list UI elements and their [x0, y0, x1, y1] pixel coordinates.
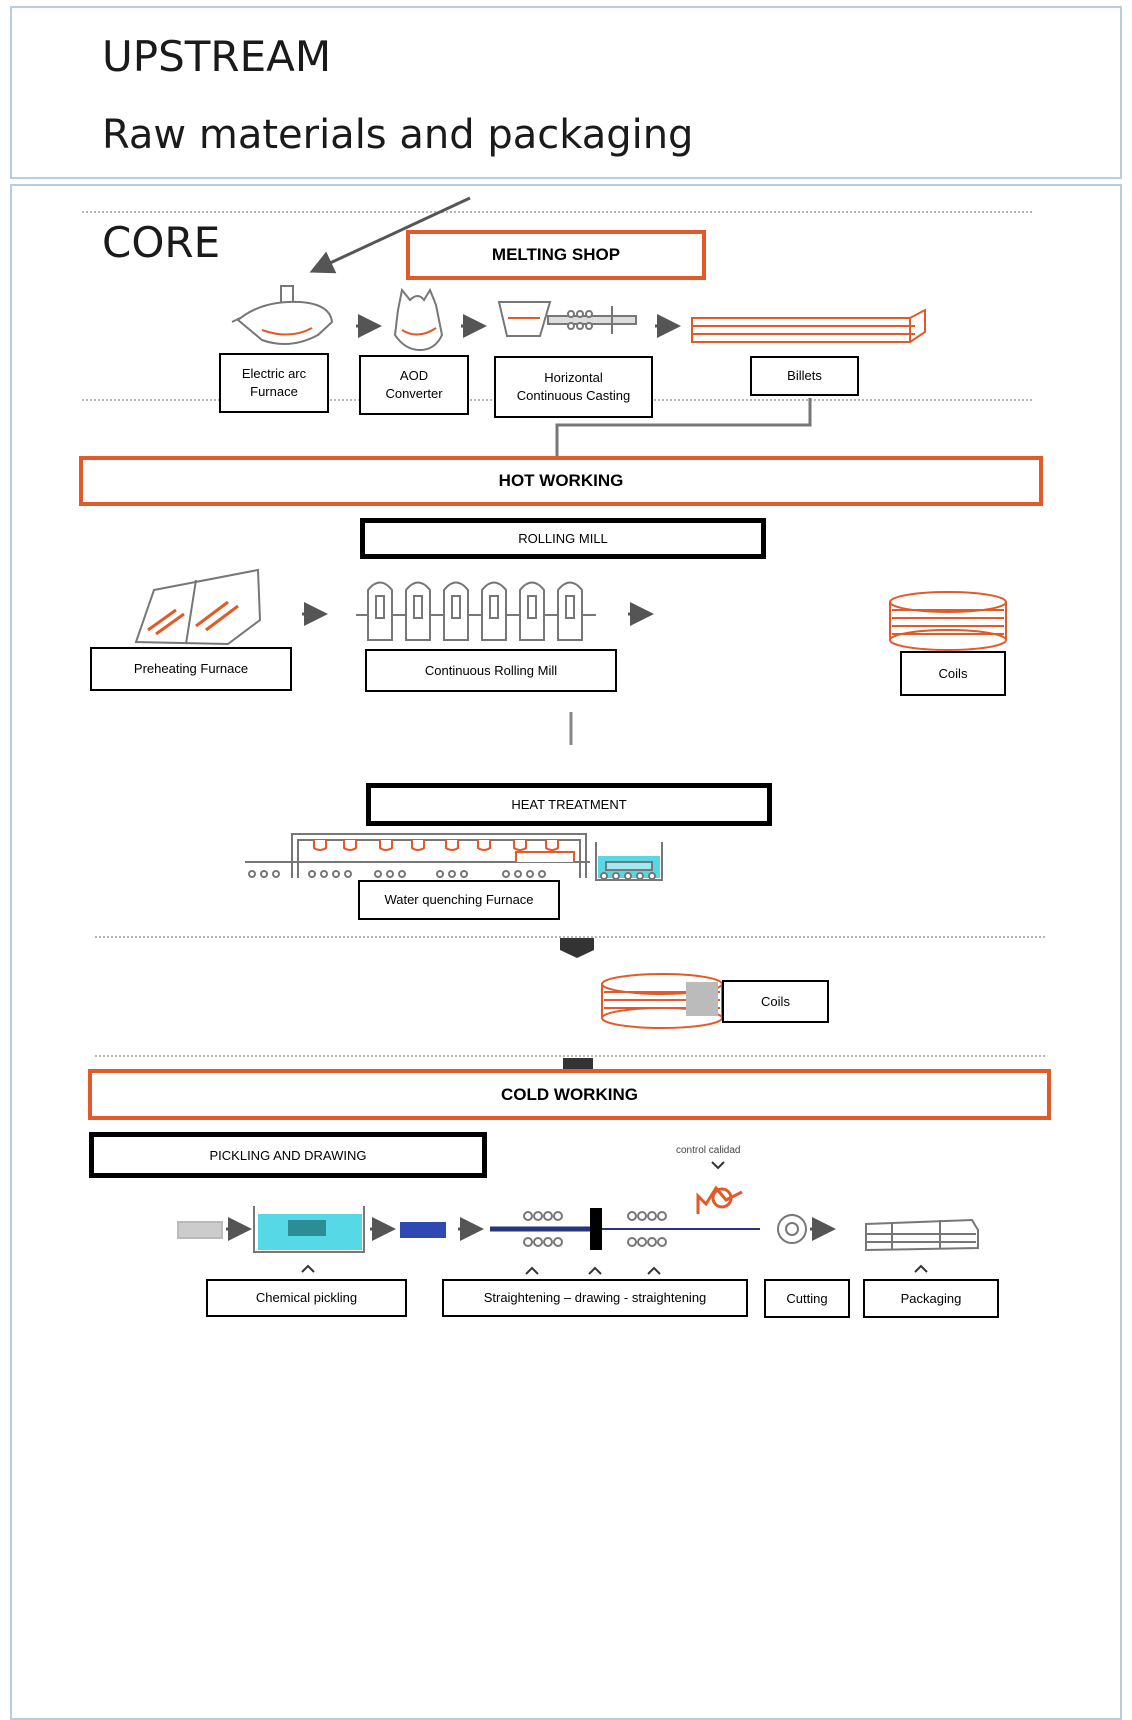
- rolling-mill-icon: [356, 581, 596, 641]
- heat-treatment-furnace-icon: [245, 833, 663, 881]
- coils-label: Coils: [900, 651, 1006, 696]
- connector-block: [563, 1058, 593, 1070]
- billets-label: Billets: [750, 356, 859, 396]
- packaging-label: Packaging: [863, 1279, 999, 1318]
- aod-converter-label: AOD Converter: [359, 355, 469, 415]
- pickling-and-drawing-header: PICKLING AND DRAWING: [89, 1132, 487, 1178]
- billets-icon: [691, 308, 926, 343]
- upstream-panel: [10, 6, 1122, 179]
- electric-arc-furnace-icon: [231, 285, 334, 345]
- upstream-subtitle: Raw materials and packaging: [102, 112, 694, 158]
- quality-control-label: control calidad: [676, 1145, 741, 1156]
- preheating-furnace-label: Preheating Furnace: [90, 647, 292, 691]
- connector-line: [555, 398, 812, 458]
- aod-converter-icon: [393, 287, 444, 352]
- caret-icons: [301, 1264, 928, 1275]
- upstream-arrow: [309, 196, 471, 274]
- melting-shop-header: MELTING SHOP: [406, 230, 706, 280]
- down-chevron-icon: [560, 938, 594, 958]
- heat-treatment-header: HEAT TREATMENT: [366, 783, 772, 826]
- coils-label: Coils: [722, 980, 829, 1023]
- continuous-rolling-mill-label: Continuous Rolling Mill: [365, 649, 617, 692]
- core-title: CORE: [102, 218, 221, 267]
- cold-working-header: COLD WORKING: [88, 1069, 1051, 1120]
- separator-line: [82, 211, 1032, 213]
- coil-icon: [601, 973, 723, 1029]
- coil-icon: [889, 591, 1007, 651]
- preheating-furnace-icon: [134, 568, 262, 646]
- straightening-drawing-label: Straightening – drawing - straightening: [442, 1279, 748, 1317]
- rolling-mill-header: ROLLING MILL: [360, 518, 766, 559]
- separator-line: [95, 936, 1045, 938]
- chemical-pickling-label: Chemical pickling: [206, 1279, 407, 1317]
- water-quenching-furnace-label: Water quenching Furnace: [358, 880, 560, 920]
- continuous-casting-label: Horizontal Continuous Casting: [494, 356, 653, 418]
- cold-working-line-icon: [177, 1161, 979, 1253]
- hot-working-header: HOT WORKING: [79, 456, 1043, 506]
- casting-icon: [497, 301, 637, 337]
- cutting-label: Cutting: [764, 1279, 850, 1318]
- upstream-title: UPSTREAM: [102, 32, 332, 81]
- separator-line: [95, 1055, 1045, 1057]
- electric-arc-furnace-label: Electric arc Furnace: [219, 353, 329, 413]
